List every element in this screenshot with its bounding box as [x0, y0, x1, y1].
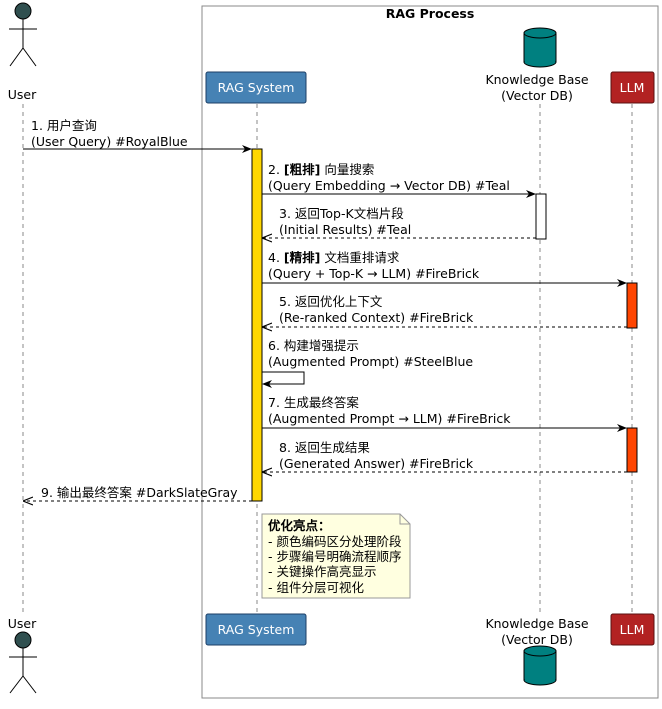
- llm-activation-bar-2: [626, 427, 638, 473]
- rag-process-group: RAG Process: [201, 5, 659, 699]
- message-5: 5. 返回优化上下文 (Re-ranked Context) #FireBric…: [263, 294, 627, 327]
- kb-label-line2-bottom: (Vector DB): [501, 632, 573, 647]
- user-label-top: User: [8, 87, 37, 102]
- message-4-line1: 4. [精排] 文档重排请求: [268, 250, 400, 265]
- message-6-line2: (Augmented Prompt) #SteelBlue: [268, 354, 473, 369]
- llm-label-top: LLM: [620, 80, 645, 95]
- actor-head-icon: [14, 631, 32, 649]
- rag-system-participant-bottom: RAG System: [205, 613, 307, 646]
- message-5-line1: 5. 返回优化上下文: [279, 294, 383, 309]
- message-9: 9. 输出最终答案 #DarkSlateGray: [24, 485, 252, 501]
- knowledge-base-participant-bottom: Knowledge Base (Vector DB): [485, 616, 589, 686]
- message-1-line2: (User Query) #RoyalBlue: [31, 134, 188, 149]
- message-1-line1: 1. 用户查询: [31, 118, 97, 133]
- knowledge-base-participant-top: Knowledge Base (Vector DB): [485, 27, 589, 103]
- rag-activation-bar: [251, 148, 263, 502]
- user-actor-top: User: [8, 2, 37, 102]
- user-label-bottom: User: [8, 616, 37, 631]
- message-2-line2: (Query Embedding → Vector DB) #Teal: [268, 178, 510, 193]
- message-7-line1: 7. 生成最终答案: [268, 395, 359, 410]
- message-4: 4. [精排] 文档重排请求 (Query + Top-K → LLM) #Fi…: [262, 250, 627, 287]
- message-7-line2: (Augmented Prompt → LLM) #FireBrick: [268, 411, 511, 426]
- note-item-3: - 关键操作高亮显示: [268, 564, 376, 579]
- message-3: 3. 返回Top-K文档片段 (Initial Results) #Teal: [263, 206, 536, 238]
- kb-label-line2-top: (Vector DB): [501, 88, 573, 103]
- message-6-line1: 6. 构建增强提示: [268, 338, 359, 353]
- message-6: 6. 构建增强提示 (Augmented Prompt) #SteelBlue: [262, 338, 473, 388]
- message-8-line2: (Generated Answer) #FireBrick: [279, 456, 474, 471]
- message-4-line2: (Query + Top-K → LLM) #FireBrick: [268, 266, 480, 281]
- message-3-line2: (Initial Results) #Teal: [279, 222, 411, 237]
- optimization-note: 优化亮点： - 颜色编码区分处理阶段 - 步骤编号明确流程顺序 - 关键操作高亮…: [261, 513, 411, 599]
- kb-activation-bar: [535, 193, 547, 240]
- note-title: 优化亮点：: [268, 518, 331, 533]
- kb-label-line1-top: Knowledge Base: [485, 72, 588, 87]
- actor-head-icon: [14, 2, 32, 20]
- kb-label-line1-bottom: Knowledge Base: [485, 616, 588, 631]
- llm-label-bottom: LLM: [620, 622, 645, 637]
- message-2-line1: 2. [粗排] 向量搜索: [268, 162, 374, 177]
- message-9-line1: 9. 输出最终答案 #DarkSlateGray: [41, 485, 238, 500]
- user-actor-bottom: User: [8, 616, 37, 694]
- message-6-arrow: [262, 371, 305, 388]
- note-item-1: - 颜色编码区分处理阶段: [268, 534, 401, 549]
- database-icon: [523, 27, 557, 68]
- message-8: 8. 返回生成结果 (Generated Answer) #FireBrick: [263, 440, 627, 472]
- message-8-line1: 8. 返回生成结果: [279, 440, 370, 455]
- rag-system-label-bottom: RAG System: [218, 622, 295, 637]
- rag-system-label-top: RAG System: [218, 80, 295, 95]
- message-1: 1. 用户查询 (User Query) #RoyalBlue: [23, 118, 252, 153]
- group-title: RAG Process: [386, 6, 475, 21]
- message-3-line1: 3. 返回Top-K文档片段: [279, 206, 404, 221]
- llm-activation-bar-1: [626, 282, 638, 329]
- message-2: 2. [粗排] 向量搜索 (Query Embedding → Vector D…: [262, 162, 536, 198]
- message-7: 7. 生成最终答案 (Augmented Prompt → LLM) #Fire…: [262, 395, 627, 432]
- message-5-line2: (Re-ranked Context) #FireBrick: [279, 310, 474, 325]
- rag-system-participant-top: RAG System: [205, 71, 307, 104]
- llm-participant-bottom: LLM: [610, 613, 655, 646]
- note-item-4: - 组件分层可视化: [268, 580, 364, 595]
- llm-participant-top: LLM: [610, 71, 655, 104]
- database-icon: [523, 645, 557, 686]
- note-item-2: - 步骤编号明确流程顺序: [268, 549, 401, 564]
